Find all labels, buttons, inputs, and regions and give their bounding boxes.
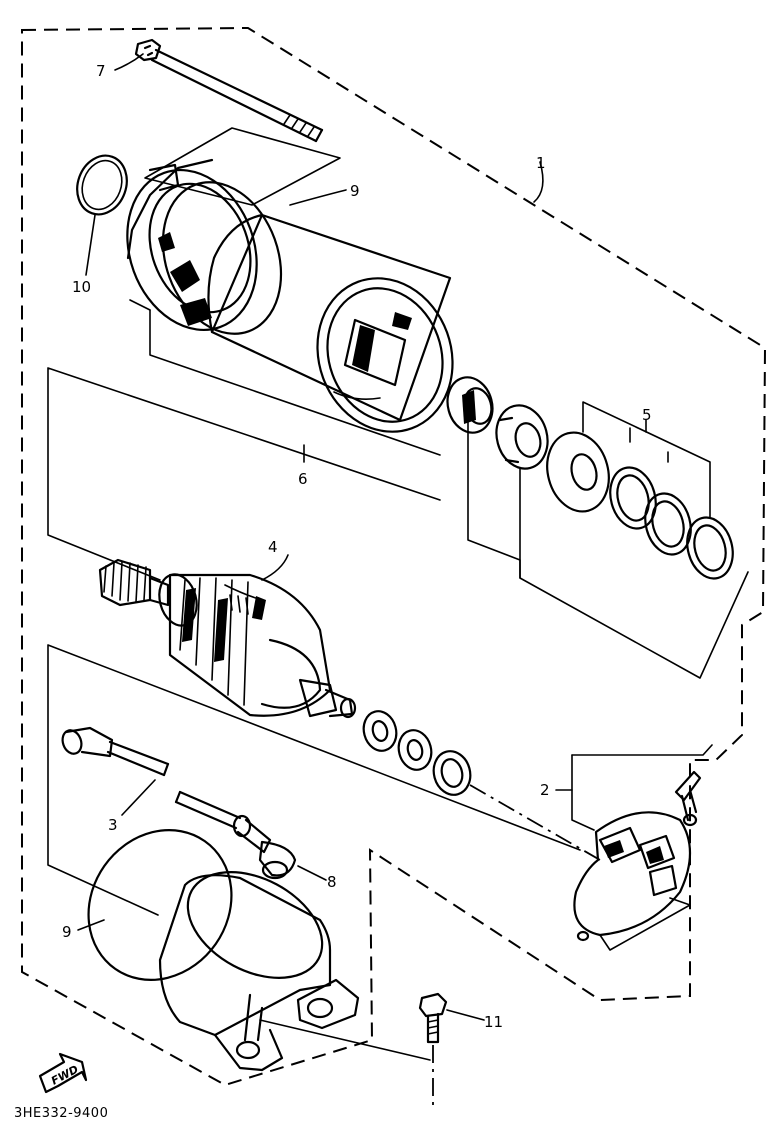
shim-washer-set <box>546 401 734 580</box>
o-ring <box>76 154 128 216</box>
terminal-lead <box>174 790 297 880</box>
callout-10: 10 <box>72 278 91 296</box>
callout-9-top: 9 <box>350 182 360 200</box>
callout-8: 8 <box>327 873 337 891</box>
callout-2: 2 <box>540 781 550 799</box>
lead-wire <box>61 726 170 777</box>
callout-1: 1 <box>536 154 546 172</box>
front-cover <box>126 158 441 456</box>
front-bracket-cover <box>158 871 431 1072</box>
callout-11: 11 <box>484 1013 503 1031</box>
assembly-boundary <box>21 26 767 1087</box>
gasket-ring-top <box>161 181 283 335</box>
yoke-housing <box>207 213 454 433</box>
callout-4: 4 <box>268 538 278 556</box>
group-lower-bracket <box>47 644 581 916</box>
armature-washers <box>362 710 472 796</box>
callout-3: 3 <box>108 816 118 834</box>
bearing <box>446 376 494 434</box>
armature <box>98 558 357 719</box>
callout-9-bottom: 9 <box>62 923 72 941</box>
gasket-ring-bottom <box>87 829 233 981</box>
through-bolt <box>134 38 341 206</box>
center-axis-line <box>469 784 601 861</box>
callout-5: 5 <box>642 406 652 424</box>
bushing <box>495 404 549 470</box>
brush-holder <box>571 744 713 951</box>
mounting-bolt <box>418 992 448 1108</box>
callout-6: 6 <box>298 470 308 488</box>
figure-code: 3HE332-9400 <box>14 1106 108 1121</box>
fwd-arrow-icon: FWD <box>38 1052 88 1094</box>
callout-7: 7 <box>96 62 106 80</box>
fwd-label: FWD <box>49 1063 81 1088</box>
